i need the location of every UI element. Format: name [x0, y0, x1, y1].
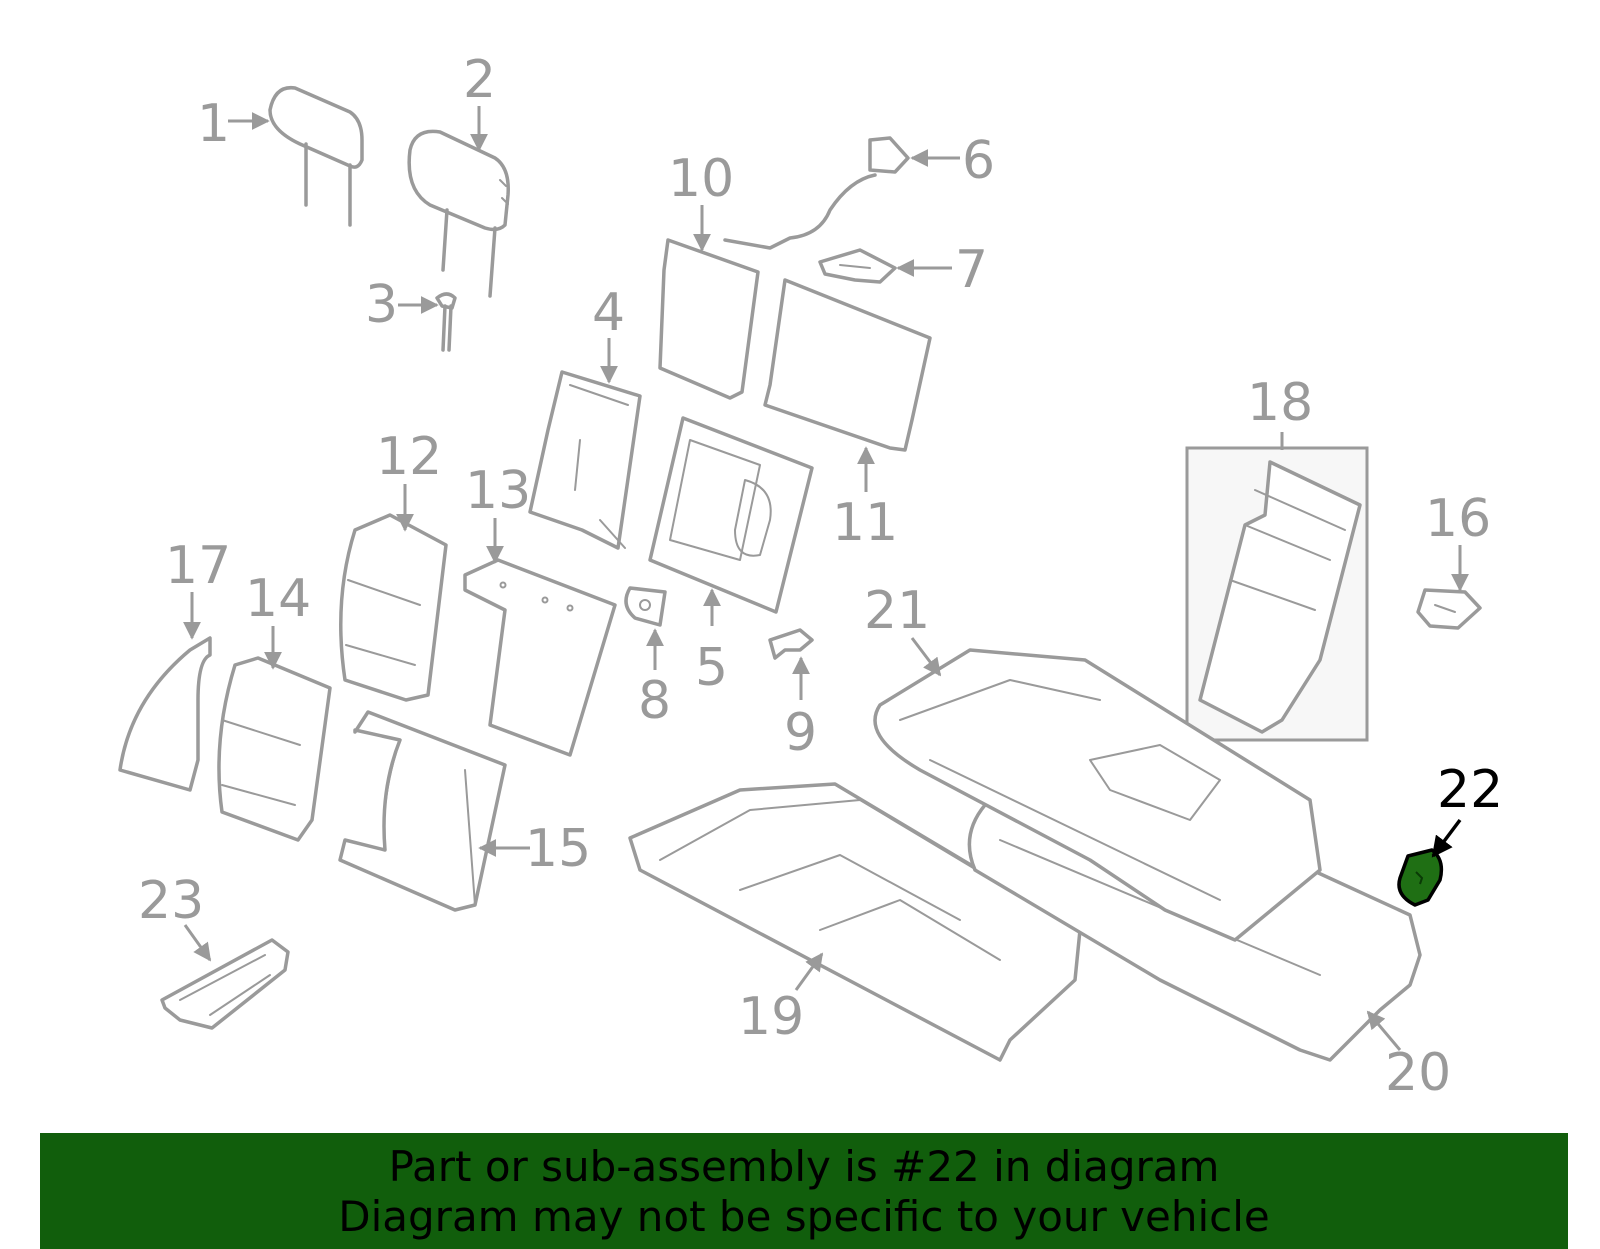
callout-17: 17: [165, 536, 231, 596]
part-16-clip: [1416, 588, 1482, 630]
callout-18: 18: [1247, 373, 1313, 433]
part-14-bolster: [217, 656, 332, 842]
callout-16: 16: [1425, 489, 1491, 549]
callout-8: 8: [638, 671, 671, 731]
callout-20: 20: [1385, 1043, 1451, 1103]
part-17-trim: [118, 636, 212, 792]
part-19-seat-frame: [628, 782, 1082, 1062]
part-6-connector: [723, 136, 910, 250]
part-7-bracket: [818, 248, 897, 284]
part-9-clip: [768, 628, 814, 660]
callout-7: 7: [955, 240, 988, 300]
part-2-headrest: [407, 129, 510, 298]
callout-15: 15: [525, 819, 591, 879]
part-1-headrest: [268, 85, 364, 227]
part-21-seat-cushion: [873, 648, 1322, 942]
part-5-backrest-frame-center: [648, 416, 814, 614]
leader-lines: [183, 106, 1469, 1051]
callout-19: 19: [738, 987, 804, 1047]
banner-line-2: Diagram may not be specific to your vehi…: [338, 1192, 1270, 1241]
part-3-guide: [435, 292, 457, 352]
callout-5: 5: [695, 638, 728, 698]
callout-6: 6: [962, 131, 995, 191]
banner-line-1: Part or sub-assembly is #22 in diagram: [388, 1142, 1220, 1191]
callout-labels: 1 2 3 4 5 6 7 8 9 10 11 12 13 14 15 16 1…: [138, 50, 1503, 1103]
part-23-tray: [160, 938, 290, 1030]
part-18-backrest-cover-kit: [1185, 446, 1369, 742]
callout-21: 21: [864, 581, 930, 641]
part-12-backrest-pad: [339, 513, 448, 702]
part-10-panel: [658, 238, 760, 400]
part-13-panel: [463, 558, 617, 757]
callout-23: 23: [138, 871, 204, 931]
part-8-hinge: [624, 586, 667, 627]
callout-14: 14: [245, 569, 311, 629]
callout-11: 11: [832, 493, 898, 553]
part-22-cap-highlighted[interactable]: [1397, 848, 1444, 907]
callout-1: 1: [197, 94, 230, 154]
callout-9: 9: [784, 703, 817, 763]
callout-2: 2: [463, 50, 496, 110]
callout-4: 4: [592, 283, 625, 343]
part-4-backrest-frame: [528, 370, 642, 550]
callout-13: 13: [465, 461, 531, 521]
callout-22: 22: [1437, 760, 1503, 820]
notice-banner: Part or sub-assembly is #22 in diagram D…: [40, 1133, 1568, 1249]
part-11-panel: [763, 278, 932, 452]
callout-3: 3: [365, 275, 398, 335]
callout-10: 10: [668, 149, 734, 209]
part-15-panel: [338, 710, 507, 912]
callout-12: 12: [376, 427, 442, 487]
